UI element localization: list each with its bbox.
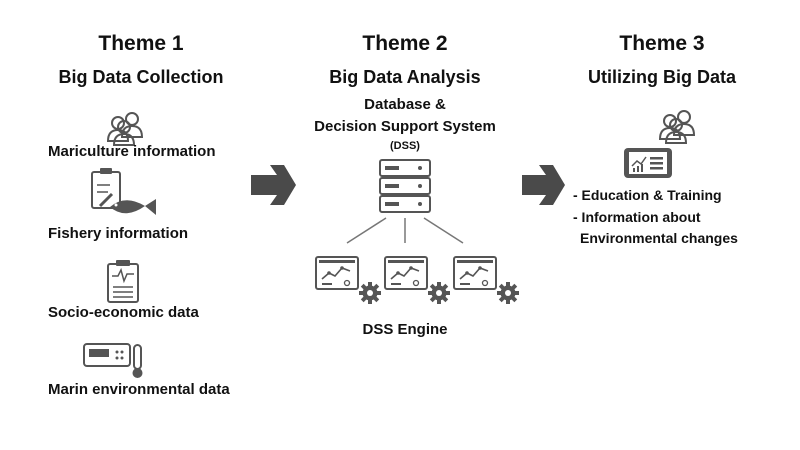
dss-abbrev: (DSS) <box>390 140 420 152</box>
theme1-subtitle: Big Data Collection <box>58 67 224 87</box>
server-icon <box>379 159 431 213</box>
people-icon <box>107 112 143 146</box>
theme3-bullet: - Education & Training <box>573 187 722 203</box>
connector-lines <box>346 217 464 244</box>
clipboard-chart-icon <box>107 260 139 303</box>
theme3-subtitle: Utilizing Big Data <box>588 67 736 87</box>
dss-engine-monitor-2 <box>384 256 450 304</box>
theme1-item-label: Socio-economic data <box>48 304 199 321</box>
theme1-title: Theme 1 <box>98 32 184 55</box>
people-icon-theme3 <box>659 110 695 144</box>
sensor-thermometer-icon <box>83 343 143 378</box>
db-label-line2: Decision Support System <box>314 118 496 135</box>
arrow-right-icon-2 <box>522 165 565 205</box>
theme3-bullet: Environmental changes <box>580 230 738 246</box>
dss-engine-monitor-1 <box>315 256 381 304</box>
theme1-item-label: Fishery information <box>48 225 189 242</box>
theme1-item-label: Mariculture information <box>48 143 216 160</box>
theme1-item-label: Marin environmental data <box>48 381 230 398</box>
dss-engine-monitor-3 <box>453 256 519 304</box>
db-label-line1: Database & <box>364 96 446 113</box>
theme3-bullet: - Information about <box>573 209 701 225</box>
theme2-subtitle: Big Data Analysis <box>329 67 481 87</box>
theme3-title: Theme 3 <box>619 32 705 55</box>
dss-engine-label: DSS Engine <box>362 321 448 338</box>
theme2-title: Theme 2 <box>362 32 448 55</box>
clipboard-fish-icon <box>91 168 156 215</box>
tablet-dashboard-icon <box>624 148 672 178</box>
arrow-right-icon <box>251 165 296 205</box>
